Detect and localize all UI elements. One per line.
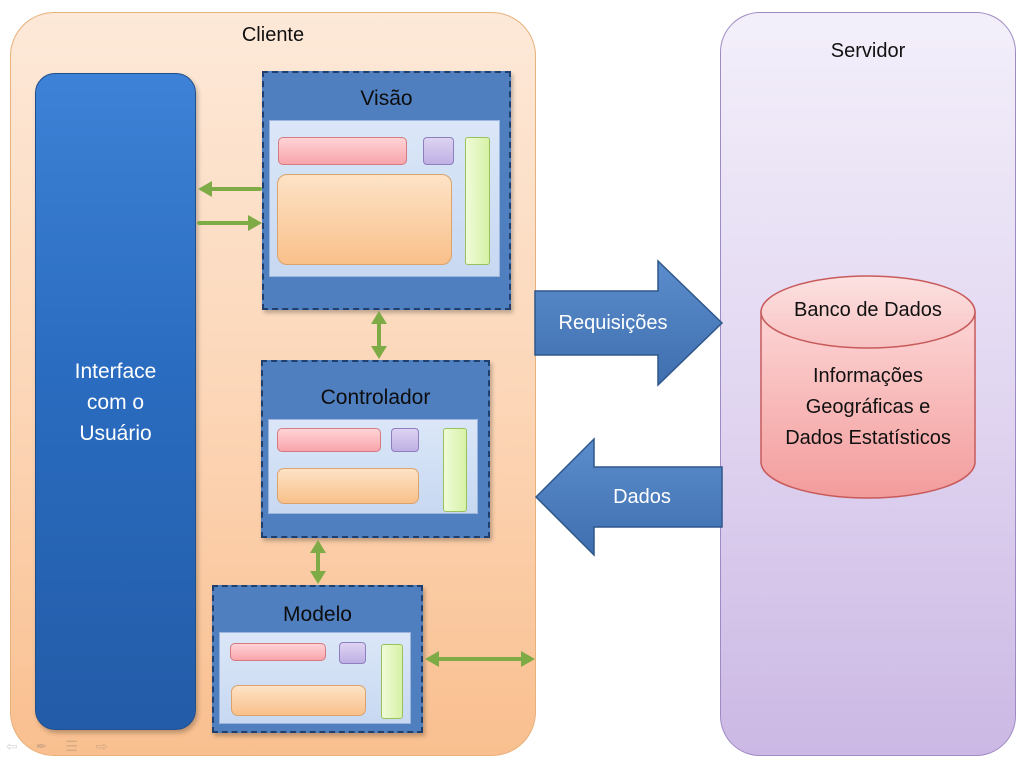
user-interface-line-3: Usuário <box>79 422 152 445</box>
database-title: Banco de Dados <box>794 299 942 321</box>
view-box: Visão <box>262 71 511 310</box>
controller-inner-panel <box>268 419 478 514</box>
user-interface-line-1: Interface <box>74 360 157 383</box>
view-lilac-widget <box>423 137 454 165</box>
controller-orange-widget <box>277 468 419 504</box>
requests-label: Requisições <box>558 312 668 334</box>
controller-model-arrow <box>310 540 326 584</box>
client-title: Cliente <box>241 24 305 46</box>
controller-title: Controlador <box>320 386 431 409</box>
model-orange-widget <box>231 685 366 716</box>
menu-icon[interactable]: ☰ <box>65 738 78 754</box>
controller-box: Controlador <box>261 360 490 538</box>
user-interface-block <box>35 73 196 730</box>
ui-to-view-arrow <box>197 215 262 231</box>
view-inner-panel <box>269 120 500 277</box>
database-line-1: Informações <box>812 365 924 387</box>
requests-arrow <box>534 259 724 387</box>
user-interface-label: Interface com o Usuário <box>35 356 196 449</box>
view-orange-widget <box>277 174 452 265</box>
controller-green-widget <box>443 428 467 512</box>
prev-arrow-icon[interactable]: ⇦ <box>6 738 18 754</box>
model-pink-widget <box>230 643 326 661</box>
model-lilac-widget <box>339 642 366 664</box>
user-interface-line-2: com o <box>86 391 145 414</box>
database-line-2: Geográficas e <box>805 396 931 418</box>
model-green-widget <box>381 644 403 719</box>
pen-icon[interactable]: ✒ <box>35 738 48 754</box>
controller-pink-widget <box>277 428 381 452</box>
view-green-widget <box>465 137 490 265</box>
server-title: Servidor <box>830 40 906 62</box>
view-title: Visão <box>360 87 413 110</box>
model-inner-panel <box>219 632 411 724</box>
data-arrow <box>534 437 723 557</box>
view-controller-arrow <box>371 311 387 359</box>
database-line-3: Dados Estatísticos <box>785 427 951 449</box>
model-server-arrow <box>425 651 535 667</box>
model-box: Modelo <box>212 585 423 733</box>
controller-lilac-widget <box>391 428 419 452</box>
slide-nav-controls[interactable]: ⇦ ✒ ☰ ⇨ <box>6 738 126 756</box>
database-cylinder <box>760 275 976 499</box>
data-label: Dados <box>613 486 671 508</box>
model-title: Modelo <box>283 603 352 626</box>
view-pink-widget <box>278 137 407 165</box>
database-content: Informações Geográficas e Dados Estatíst… <box>758 361 978 454</box>
next-arrow-icon[interactable]: ⇨ <box>95 738 108 754</box>
view-to-ui-arrow <box>198 181 262 197</box>
